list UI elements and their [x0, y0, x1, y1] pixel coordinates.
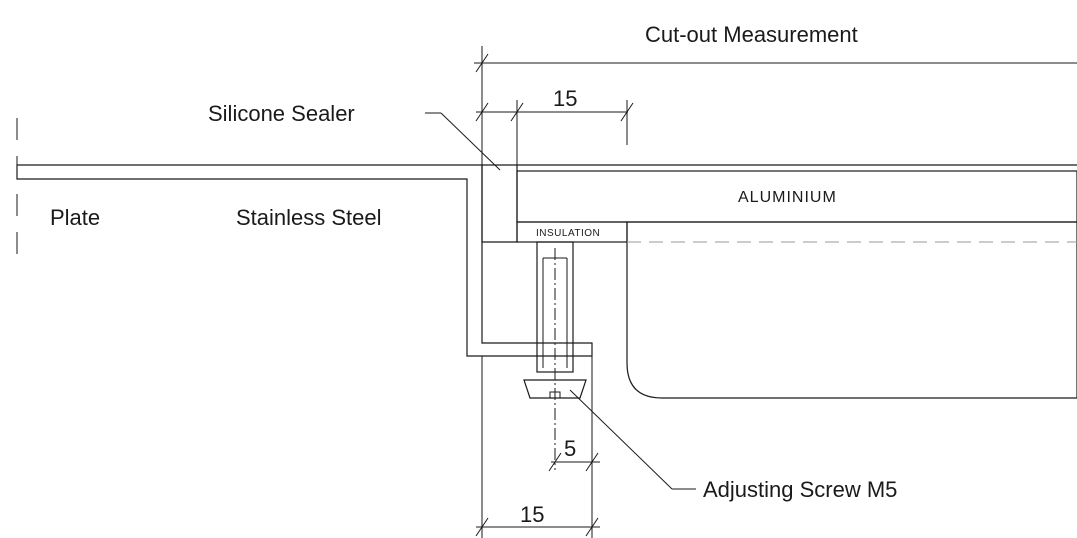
- silicone-label: Silicone Sealer: [208, 101, 355, 126]
- top-dim-tick-3: [620, 102, 634, 122]
- basin-body: [626, 221, 1077, 399]
- bottom-dim-tick-2: [585, 517, 599, 537]
- cutout-tick: [475, 53, 489, 73]
- screw-head: [523, 379, 587, 399]
- silicone-sealer: [481, 164, 518, 243]
- bottom-dim-tick-1: [475, 517, 489, 537]
- screw-offset-value: 5: [564, 436, 576, 461]
- plate-label: Plate: [50, 205, 100, 230]
- screw-leader-d: [569, 389, 673, 490]
- top-dim-tick-1: [475, 102, 489, 122]
- screw-dim-tick-1: [548, 452, 562, 472]
- insulation-label: INSULATION: [536, 228, 600, 239]
- screw-dim-tick-2: [585, 452, 599, 472]
- top-dim-tick-2: [510, 102, 524, 122]
- bottom-width-value: 15: [520, 502, 544, 527]
- silicone-leader-d: [440, 112, 501, 171]
- steel-label: Stainless Steel: [236, 205, 382, 230]
- cutout-label: Cut-out Measurement: [645, 22, 858, 47]
- aluminium-label: ALUMINIUM: [738, 189, 837, 206]
- top-width-value: 15: [553, 86, 577, 111]
- stainless-steel-profile: [16, 164, 593, 357]
- screw-label: Adjusting Screw M5: [703, 477, 897, 502]
